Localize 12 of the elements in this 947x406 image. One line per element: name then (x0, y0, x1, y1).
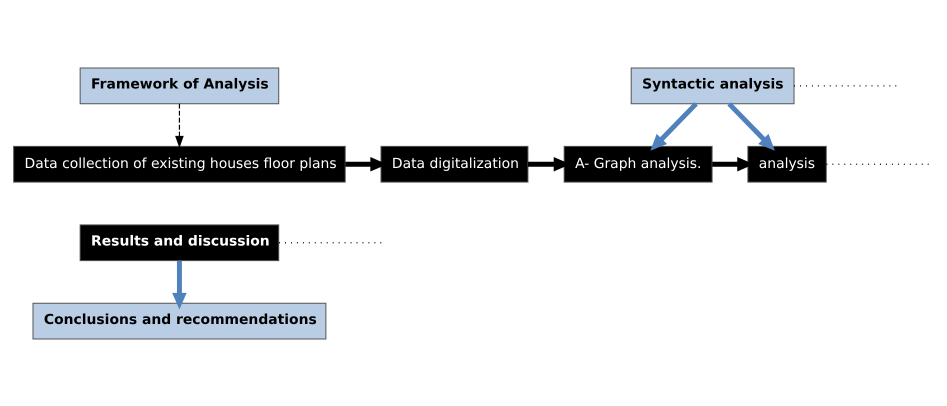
node-box: A- Graph analysis. (564, 145, 713, 182)
node-box: Data collection of existing houses floor plans (13, 145, 346, 182)
node-box: analysis (747, 145, 827, 182)
node-box: Results and discussion (80, 224, 280, 261)
arrow (727, 102, 775, 150)
node-box: Framework of Analysis (80, 66, 280, 104)
node-box: Data digitalization (380, 145, 528, 182)
arrow (650, 102, 698, 150)
node-box: Syntactic analysis (630, 66, 795, 104)
node-box: Conclusions and recommendations (32, 302, 326, 340)
arrow (175, 103, 184, 148)
arrow (172, 260, 187, 309)
